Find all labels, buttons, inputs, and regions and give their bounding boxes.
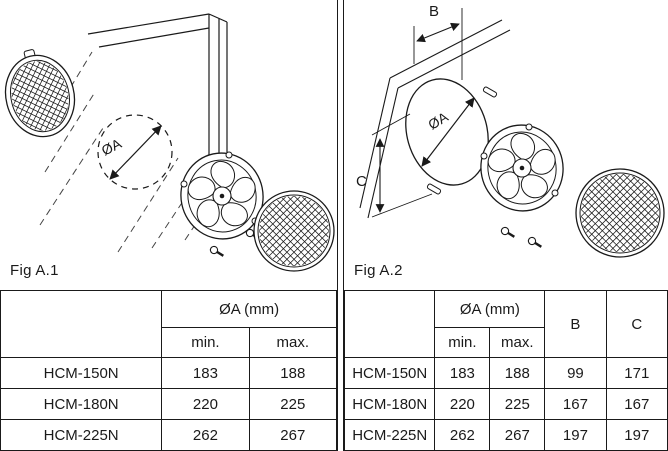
fig-a2-drawing: B ØA C [356, 3, 665, 258]
hole-circle [97, 114, 173, 190]
wall-corner [87, 13, 228, 188]
table-row: HCM-225N 262 267 [0, 419, 338, 451]
value-cell: 225 [248, 388, 338, 420]
dia-label: ØA [99, 135, 125, 159]
model-cell: HCM-180N [0, 388, 163, 420]
mesh-grille [253, 190, 335, 272]
value-cell: 267 [248, 419, 338, 451]
subheader-min: min. [161, 327, 250, 358]
table-row: ØA (mm) B C [343, 290, 668, 358]
panel-fig-a2: B ØA C [343, 0, 668, 451]
screw [209, 245, 224, 257]
dia-arrow [109, 125, 162, 180]
table-row: HCM-150N 183 188 [0, 357, 338, 389]
model-cell: HCM-225N [0, 419, 163, 451]
model-cell: HCM-150N [0, 357, 163, 389]
glass-pin [482, 86, 498, 98]
dim-c-label: C [356, 173, 367, 190]
panel-divider [337, 0, 344, 451]
value-cell: 267 [489, 419, 546, 451]
fig-a2-table: ØA (mm) B C min. max. HCM-150N 183 188 9… [343, 290, 668, 451]
subheader-min: min. [434, 327, 491, 358]
glass-pin [426, 183, 442, 195]
value-cell: 220 [161, 388, 250, 420]
table-row: min. max. [345, 327, 668, 358]
fig-a1-table: ØA (mm) min. max. HCM-150N 183 188 HCM-1… [0, 290, 338, 451]
value-cell: 220 [434, 388, 491, 420]
value-cell: 197 [605, 419, 668, 451]
value-cell: 225 [489, 388, 546, 420]
panel-fig-a1: ØA [0, 13, 338, 451]
header-b-cell: B [544, 290, 607, 358]
subheader-max: max. [489, 327, 546, 358]
dim-b-label: B [429, 3, 439, 20]
value-cell: 188 [248, 357, 338, 389]
fan-blades [487, 132, 556, 199]
dia-arrow [421, 97, 475, 167]
header-c-cell: C [605, 290, 668, 358]
fan-unit [480, 123, 564, 212]
value-cell: 188 [489, 357, 546, 389]
model-cell: HCM-150N [343, 357, 436, 389]
value-cell: 99 [544, 357, 607, 389]
dim-b-extension-lines [413, 8, 463, 80]
subheader-max: max. [248, 327, 338, 358]
value-cell: 262 [434, 419, 491, 451]
value-cell: 183 [434, 357, 491, 389]
screw [527, 236, 542, 248]
fig-a1-label: Fig A.1 [10, 262, 59, 279]
fig-a1-drawing: ØA [4, 13, 335, 272]
table-row: HCM-180N 220 225 [0, 388, 338, 420]
fan-blades [187, 160, 256, 227]
model-cell: HCM-180N [343, 388, 436, 420]
exterior-grille [4, 49, 76, 138]
model-cell: HCM-225N [343, 419, 436, 451]
glass-pane [359, 19, 511, 219]
value-cell: 183 [161, 357, 250, 389]
table-row: HCM-150N 183 188 99 171 [343, 357, 668, 389]
dim-c-extension-lines [371, 113, 433, 218]
value-cell: 167 [544, 388, 607, 420]
value-cell: 167 [605, 388, 668, 420]
mesh-grille [575, 168, 665, 258]
table-row: HCM-225N 262 267 197 197 [343, 419, 668, 451]
corner-cell [343, 290, 436, 358]
corner-cell [0, 290, 163, 358]
fig-a2-label: Fig A.2 [354, 262, 403, 279]
value-cell: 197 [544, 419, 607, 451]
group-header-cell: ØA (mm) [434, 290, 546, 328]
value-cell: 262 [161, 419, 250, 451]
table-row: ØA (mm) [0, 290, 337, 358]
value-cell: 171 [605, 357, 668, 389]
dim-b-arrow [416, 22, 460, 43]
table-row: HCM-180N 220 225 167 167 [343, 388, 668, 420]
screw [500, 226, 515, 238]
group-header-cell: ØA (mm) [161, 290, 337, 328]
table-row: min. max. [1, 327, 338, 358]
